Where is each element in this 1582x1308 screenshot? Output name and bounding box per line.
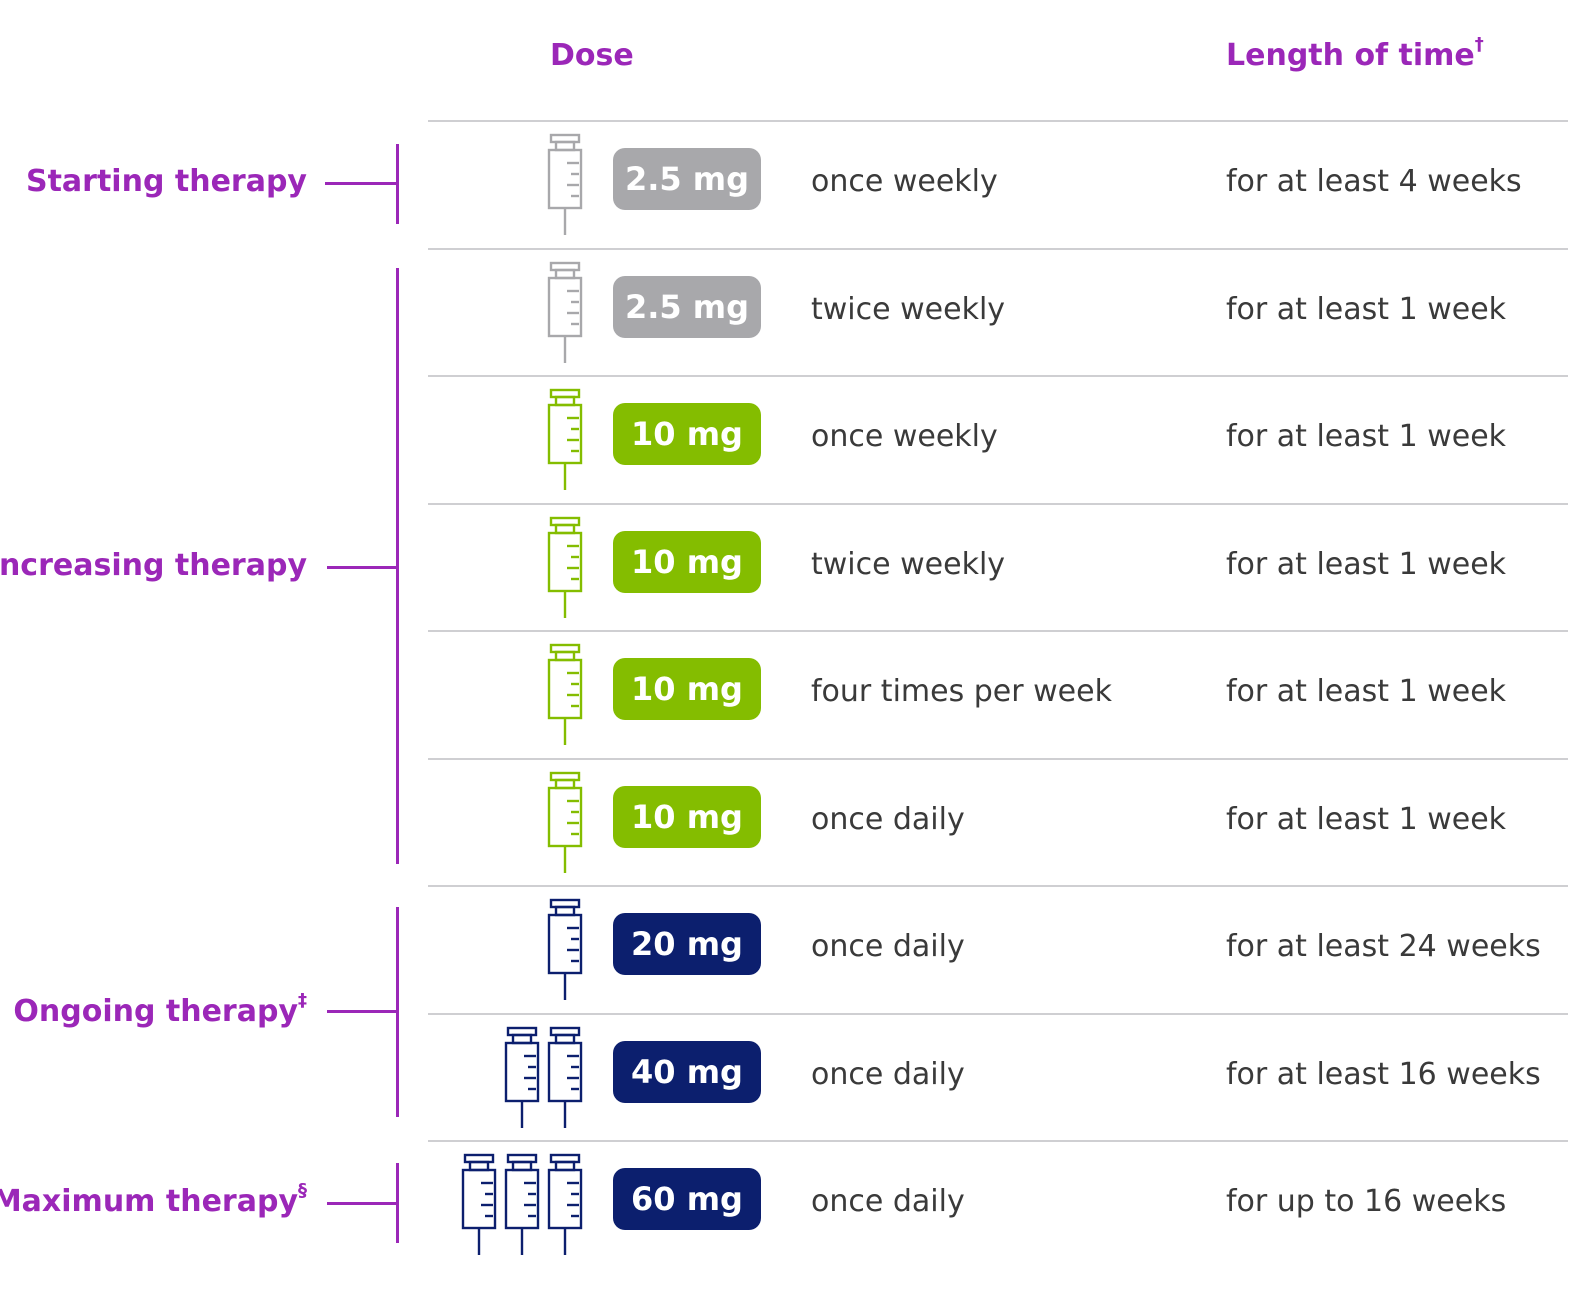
table-row: 10 mg four times per week for at least 1 w…	[0, 630, 1582, 757]
phase-label-starting: Starting therapy	[26, 164, 307, 199]
row-divider	[428, 885, 1568, 887]
length-of-time: for at least 1 week	[1226, 674, 1507, 709]
syringe-icon	[547, 898, 583, 1000]
row-divider	[428, 630, 1568, 632]
table-row: 40 mg once daily for at least 16 weeks	[0, 1013, 1582, 1140]
length-of-time: for at least 4 weeks	[1226, 164, 1522, 199]
phase-text: Starting therapy	[25, 164, 307, 199]
phase-footnote-mark: ‡	[298, 990, 307, 1011]
row-divider	[428, 503, 1568, 505]
table-row: 2.5 mg twice weekly for at least 1 week	[0, 248, 1582, 375]
bracket-connector-increasing	[327, 566, 397, 569]
syringe-icon	[547, 516, 583, 618]
phase-label-maximum: Maximum therapy§	[0, 1180, 307, 1219]
dose-frequency: four times per week	[811, 674, 1112, 709]
dose-badge: 10 mg	[613, 658, 761, 720]
dose-badge: 60 mg	[613, 1168, 761, 1230]
length-column-header: Length of time†	[1226, 34, 1484, 73]
table-row: 60 mg once daily for up to 16 weeks	[0, 1140, 1582, 1267]
phase-label-ongoing: Ongoing therapy‡	[13, 990, 307, 1029]
phase-text: Maximum therapy	[0, 1184, 298, 1219]
syringe-icon	[504, 1153, 540, 1255]
dose-frequency: once daily	[811, 1184, 965, 1219]
dose-frequency: once daily	[811, 929, 965, 964]
dagger-footnote-mark: †	[1474, 34, 1484, 55]
table-row: 10 mg once weekly for at least 1 week	[0, 375, 1582, 502]
phase-label-increasing: Increasing therapy	[0, 548, 307, 583]
dose-badge: 40 mg	[613, 1041, 761, 1103]
bracket-connector-starting	[325, 182, 397, 185]
table-row: 10 mg once daily for at least 1 week	[0, 758, 1582, 885]
length-of-time: for up to 16 weeks	[1226, 1184, 1507, 1219]
length-of-time: for at least 1 week	[1226, 802, 1507, 837]
phase-text: Ongoing therapy	[13, 994, 298, 1029]
phase-text: Increasing therapy	[0, 548, 307, 583]
syringe-icon	[547, 771, 583, 873]
row-divider	[428, 375, 1568, 377]
length-of-time: for at least 1 week	[1226, 547, 1507, 582]
dose-frequency: once weekly	[811, 419, 998, 454]
syringe-icon	[504, 1026, 540, 1128]
dose-frequency: twice weekly	[811, 547, 1006, 582]
syringe-icon	[547, 133, 583, 235]
syringe-icon	[547, 643, 583, 745]
bracket-ongoing	[396, 907, 399, 1117]
length-header-text: Length of time	[1226, 38, 1475, 73]
dose-column-header: Dose	[550, 38, 634, 73]
dose-badge: 10 mg	[613, 403, 761, 465]
bracket-starting	[396, 144, 399, 224]
row-divider	[428, 1013, 1568, 1015]
syringe-icon	[547, 1026, 583, 1128]
syringe-icon	[547, 388, 583, 490]
bracket-connector-ongoing	[327, 1010, 397, 1013]
length-of-time: for at least 1 week	[1226, 419, 1507, 454]
length-of-time: for at least 24 weeks	[1226, 929, 1541, 964]
dose-badge: 2.5 mg	[613, 276, 761, 338]
dose-frequency: once weekly	[811, 164, 998, 199]
phase-footnote-mark: §	[298, 1180, 307, 1201]
row-divider	[428, 120, 1568, 122]
bracket-connector-maximum	[327, 1202, 397, 1205]
row-divider	[428, 758, 1568, 760]
dose-frequency: once daily	[811, 1057, 965, 1092]
row-divider	[428, 1140, 1568, 1142]
bracket-maximum	[396, 1163, 399, 1243]
row-divider	[428, 248, 1568, 250]
bracket-increasing	[396, 268, 399, 864]
length-of-time: for at least 1 week	[1226, 292, 1507, 327]
table-row: 20 mg once daily for at least 24 weeks	[0, 885, 1582, 1012]
dose-badge: 20 mg	[613, 913, 761, 975]
dose-header-text: Dose	[550, 38, 634, 73]
dose-badge: 10 mg	[613, 531, 761, 593]
syringe-icon	[547, 1153, 583, 1255]
syringe-icon	[547, 261, 583, 363]
length-of-time: for at least 16 weeks	[1226, 1057, 1541, 1092]
dose-badge: 10 mg	[613, 786, 761, 848]
syringe-icon	[461, 1153, 497, 1255]
table-row: 2.5 mg once weekly for at least 4 weeks	[0, 120, 1582, 247]
table-row: 10 mg twice weekly for at least 1 week	[0, 503, 1582, 630]
dose-frequency: twice weekly	[811, 292, 1006, 327]
dose-frequency: once daily	[811, 802, 965, 837]
dose-badge: 2.5 mg	[613, 148, 761, 210]
